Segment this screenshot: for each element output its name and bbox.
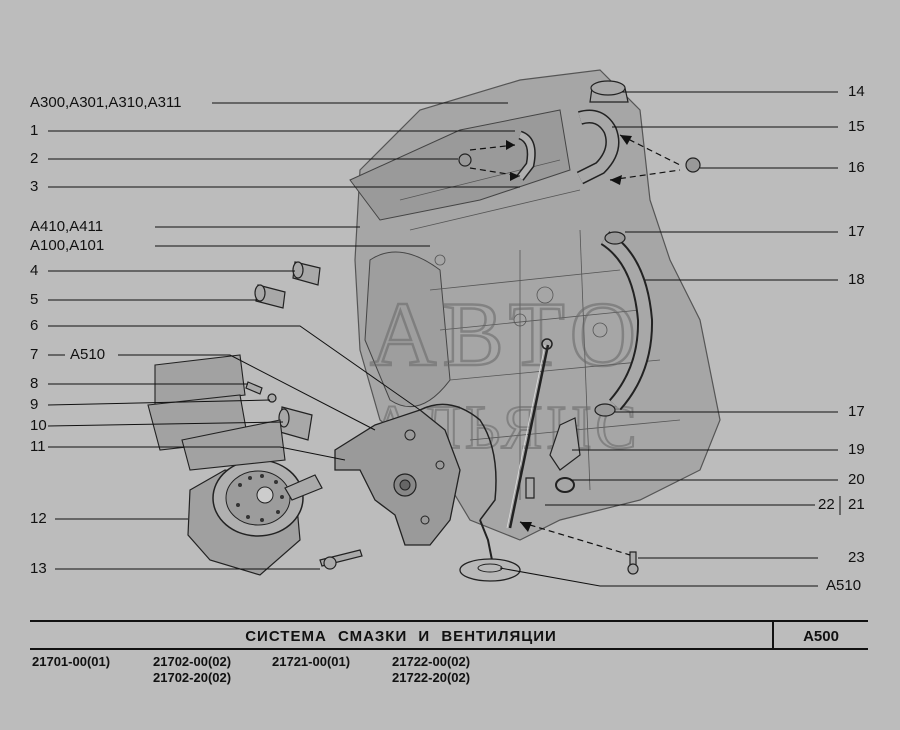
callout-5[interactable]: 5 [30,291,39,308]
oil-strainer [459,558,521,582]
callout-21[interactable]: 21 [848,496,865,513]
callout-a100[interactable]: A100,A101 [30,237,105,254]
callout-8[interactable]: 8 [30,375,39,392]
pump-gasket [419,403,497,521]
callout-13[interactable]: 13 [30,560,47,577]
model-4-line2: 21722-20(02) [392,670,471,685]
timing-cover [364,251,451,408]
oil-filter [187,459,304,576]
cooler-pack [147,354,286,471]
callout-3[interactable]: 3 [30,178,39,195]
callout-17a[interactable]: 17 [848,223,865,240]
filter-fitting [284,474,323,501]
intake-manifold [349,109,571,221]
callout-1[interactable]: 1 [30,122,39,139]
model-2-line2: 21702-20(02) [153,670,232,685]
callout-15[interactable]: 15 [848,118,865,135]
callout-6[interactable]: 6 [30,317,39,334]
callout-10[interactable]: 10 [30,417,47,434]
callout-19[interactable]: 19 [848,441,865,458]
model-1-line1: 21701-00(01) [32,654,111,669]
callout-7[interactable]: 7 [30,346,39,363]
callout-a510-left[interactable]: A510 [70,346,106,363]
title-divider [772,622,774,648]
callout-a510-right[interactable]: A510 [826,577,862,594]
model-2-line1: 21702-00(02) [153,654,232,669]
model-3-line1: 21721-00(01) [272,654,351,669]
callout-a410[interactable]: A410,A411 [30,218,104,235]
callout-2[interactable]: 2 [30,150,39,167]
dipstick [508,344,550,529]
callout-9[interactable]: 9 [30,396,39,413]
callout-20[interactable]: 20 [848,471,865,488]
callout-22[interactable]: 22 [818,496,835,513]
section-code: A500 [803,628,839,645]
watermark-line1: АВТО [370,283,642,385]
oil-filler-cap [589,80,629,103]
callout-11[interactable]: 11 [30,438,46,455]
callout-23[interactable]: 23 [848,549,865,566]
callout-18[interactable]: 18 [848,271,865,288]
oil-pressure-sensor [254,261,321,441]
model-4-line1: 21722-00(02) [392,654,471,669]
engine-illustration: АВТО АЛЬЯНС [47,69,841,587]
callout-16[interactable]: 16 [848,159,865,176]
callout-a300[interactable]: A300,A301,A310,A311 [30,94,182,111]
title-bar: СИСТЕМА СМАЗКИ И ВЕНТИЛЯЦИИ A500 [30,620,868,650]
callout-17b[interactable]: 17 [848,403,865,420]
oil-pickup-tube [479,519,493,561]
callout-12[interactable]: 12 [30,510,47,527]
leader-lines [47,91,841,587]
callout-4[interactable]: 4 [30,262,39,279]
callout-14[interactable]: 14 [848,83,865,100]
section-title: СИСТЕМА СМАЗКИ И ВЕНТИЛЯЦИИ [245,628,557,645]
breather-tube-19 [549,417,581,471]
